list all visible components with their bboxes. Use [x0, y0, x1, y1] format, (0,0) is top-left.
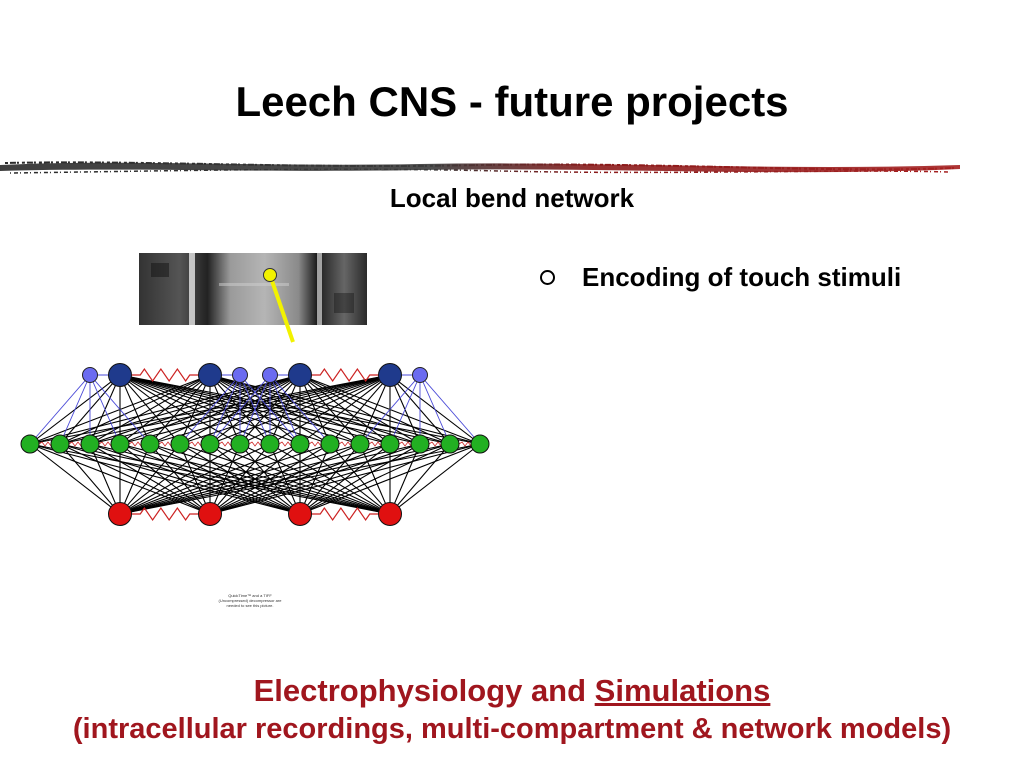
hollow-circle-bullet-icon [540, 269, 555, 285]
interneuron [140, 434, 160, 454]
interneuron [230, 434, 250, 454]
slide-title: Leech CNS - future projects [235, 78, 789, 125]
interneuron [410, 434, 430, 454]
interneuron [380, 434, 400, 454]
bullet-text: Encoding of touch stimuli [582, 262, 902, 292]
sensory-neuron [288, 363, 312, 387]
sensory-neuron-small [412, 367, 428, 383]
gap-junction-icon [312, 367, 378, 383]
interneuron [170, 434, 190, 454]
interneuron [50, 434, 70, 454]
interneuron [20, 434, 40, 454]
interneuron [320, 434, 340, 454]
leech-photo-image [139, 253, 367, 325]
sensory-neuron [108, 363, 132, 387]
missing-image-caption: QuickTime™ and a TIFF (Uncompressed) dec… [218, 593, 282, 608]
sensory-neuron [198, 363, 222, 387]
motor-neuron [198, 502, 222, 526]
sensory-neuron-small [82, 367, 98, 383]
bullet-list: Encoding of touch stimuli [538, 260, 1018, 294]
bullet-item: Encoding of touch stimuli [538, 260, 1018, 294]
gap-junction-icon [312, 506, 378, 522]
interneuron [350, 434, 370, 454]
touch-probe-icon [263, 268, 295, 343]
interneuron [470, 434, 490, 454]
slide-subtitle: Local bend network [389, 183, 635, 213]
motor-neuron [108, 502, 132, 526]
footer: Electrophysiology and Simulations (intra… [0, 672, 1024, 748]
gap-junction-icon [132, 367, 198, 383]
interneuron [440, 434, 460, 454]
brush-stroke-divider [0, 161, 960, 174]
interneuron [260, 434, 280, 454]
footer-line-1: Electrophysiology and Simulations [0, 672, 1024, 710]
footer-highlight: Simulations [594, 673, 771, 708]
sensory-neuron [378, 363, 402, 387]
motor-neuron [378, 502, 402, 526]
interneuron [110, 434, 130, 454]
sensory-neuron-small [262, 367, 278, 383]
interneuron [200, 434, 220, 454]
gap-junction-icon [132, 506, 198, 522]
sensory-neuron-small [232, 367, 248, 383]
motor-neuron [288, 502, 312, 526]
local-bend-network-diagram [20, 268, 490, 526]
interneuron [290, 434, 310, 454]
interneuron [80, 434, 100, 454]
footer-line-2: (intracellular recordings, multi-compart… [72, 713, 952, 745]
footer-prefix: Electrophysiology and [253, 673, 595, 708]
